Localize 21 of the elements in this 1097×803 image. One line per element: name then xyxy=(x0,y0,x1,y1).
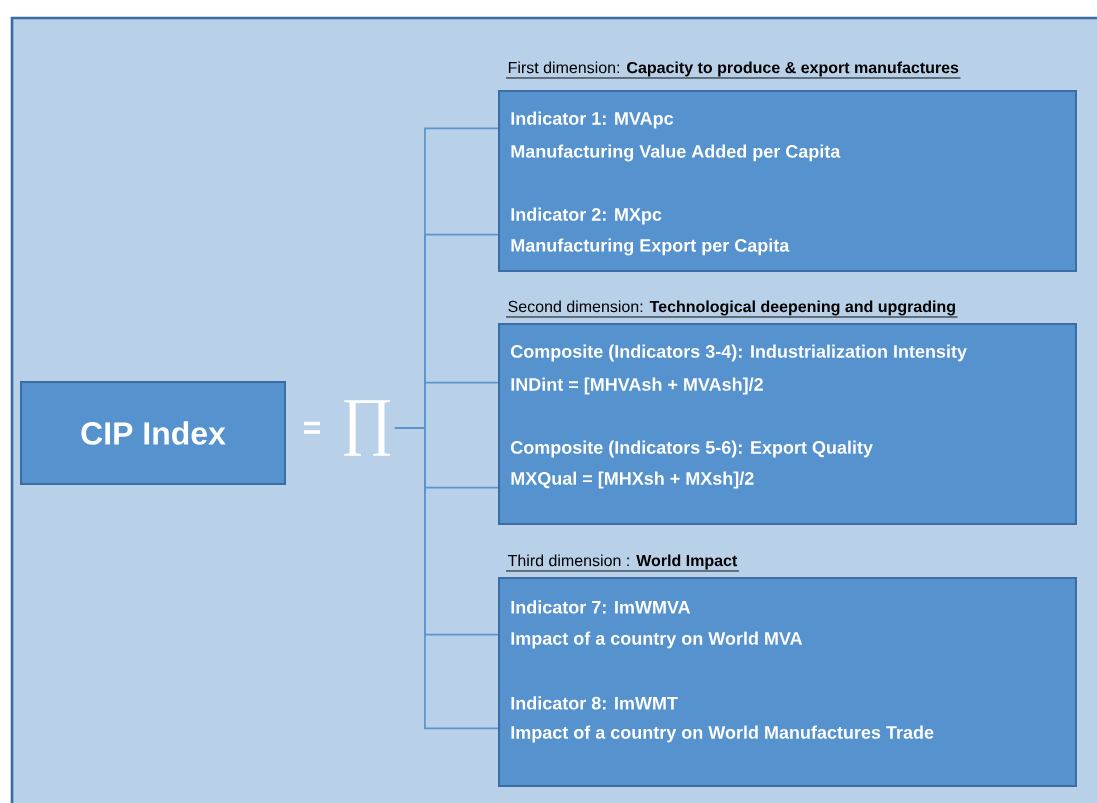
index-box: CIP Index xyxy=(20,381,286,485)
node-label: Manufacturing Export per Capita xyxy=(511,238,790,256)
indicator-box: Indicator 7: ImWMVA Impact of a country on World MVA Indicator 8: ImWMT Impact of a country on World Manufactures Trade xyxy=(498,577,1077,787)
dimension-heading: Second dimension: Technological deepening and upgrading xyxy=(505,300,959,318)
node-label: Indicator 8: ImWMT xyxy=(511,696,678,710)
node-label: Composite (Indicators 5-6): Export Quality xyxy=(511,440,873,458)
node-label: Impact of a country on World Manufactures Trade xyxy=(511,725,934,743)
node-label: Impact of a country on World MVA xyxy=(511,631,803,649)
dimension-heading: First dimension: Capacity to produce & export manufactures xyxy=(505,61,962,79)
node-label: Indicator 7: ImWMVA xyxy=(511,600,691,614)
node-label: Indicator 2: MXpc xyxy=(511,207,662,225)
bracket-line xyxy=(394,427,499,730)
node-label: Composite (Indicators 3-4): Industrialization Intensity xyxy=(511,344,967,362)
node-label: Indicator 1: MVApc xyxy=(511,111,674,129)
indicator-box: Indicator 1: MVApc Manufacturing Value Added per Capita Indicator 2: MXpc Manufacturing Export per Capita xyxy=(498,90,1077,272)
product-symbol: ∏ xyxy=(344,400,390,456)
node-label: INDint = [MHVAsh + MVAsh]/2 xyxy=(511,377,763,395)
indicator-box: Composite (Indicators 3-4): Industrialization Intensity INDint = [MHVAsh + MVAsh]/2 Composite (Indicators 5-6): Export Quality MXQual = [MHXsh + MXsh]/2 xyxy=(498,323,1077,525)
node-label: MXQual = [MHXsh + MXsh]/2 xyxy=(511,471,754,489)
dimension-heading: Third dimension : World Impact xyxy=(505,554,740,572)
node-label: Manufacturing Value Added per Capita xyxy=(511,144,841,162)
